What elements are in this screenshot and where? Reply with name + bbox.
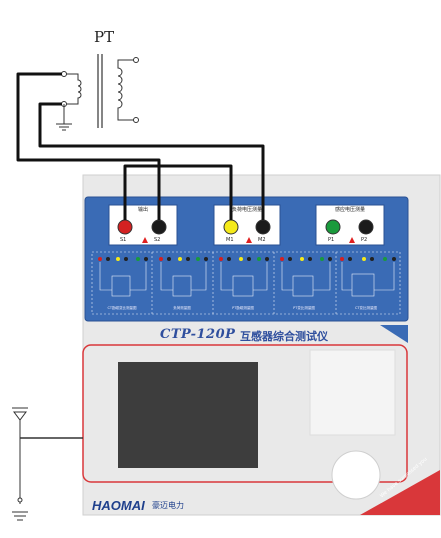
screen-frame [82,344,408,483]
terminal-s2[interactable] [151,219,167,235]
pt-label: PT [94,28,115,46]
model-name: CTP-120P [160,327,236,342]
diagram-caption: CT励磁变比测量图 [107,306,137,310]
terminal-label-s1: S1 [120,237,127,243]
terminal-label-s2: S2 [154,237,161,243]
corner-triangle [380,325,408,343]
lcd-screen [118,362,258,468]
terminal-p1[interactable] [325,219,341,235]
product-name: 互感器综合测试仪 [240,330,328,343]
terminal-m2[interactable] [255,219,271,235]
mini-terminals [98,257,396,261]
warning-icon [142,237,355,243]
terminal-label-p2: P2 [361,237,368,243]
printer-window [309,349,396,436]
terminal-s1[interactable] [117,219,133,235]
wiring-diagram-row [91,251,401,315]
diagram-caption: 负荷测量图 [173,306,191,310]
terminal-p2[interactable] [358,219,374,235]
terminal-label-m1: M1 [226,237,234,243]
rotary-knob[interactable] [331,450,381,500]
terminal-label-p1: P1 [328,237,335,243]
diagram-caption: CT变比测量图 [354,306,378,310]
terminal-m1[interactable] [223,219,239,235]
brand-name-cn: 豪迈电力 [152,501,184,510]
brand-logo: HAOMAI [92,498,145,513]
ground-symbol-icon [12,407,83,521]
terminal-label-m2: M2 [258,237,266,243]
test-leads [16,72,265,220]
section-title-output: 输出 [137,207,148,213]
section-title-load: 负荷电压测量 [231,207,262,213]
diagram-caption: PT励磁测量图 [232,306,254,310]
ground-symbol-icon [56,104,72,131]
corner-band [360,470,440,515]
diagram-caption: PT变比测量图 [293,306,315,310]
section-title-induced: 感应电压测量 [334,207,365,213]
transformer-icon [61,54,139,128]
